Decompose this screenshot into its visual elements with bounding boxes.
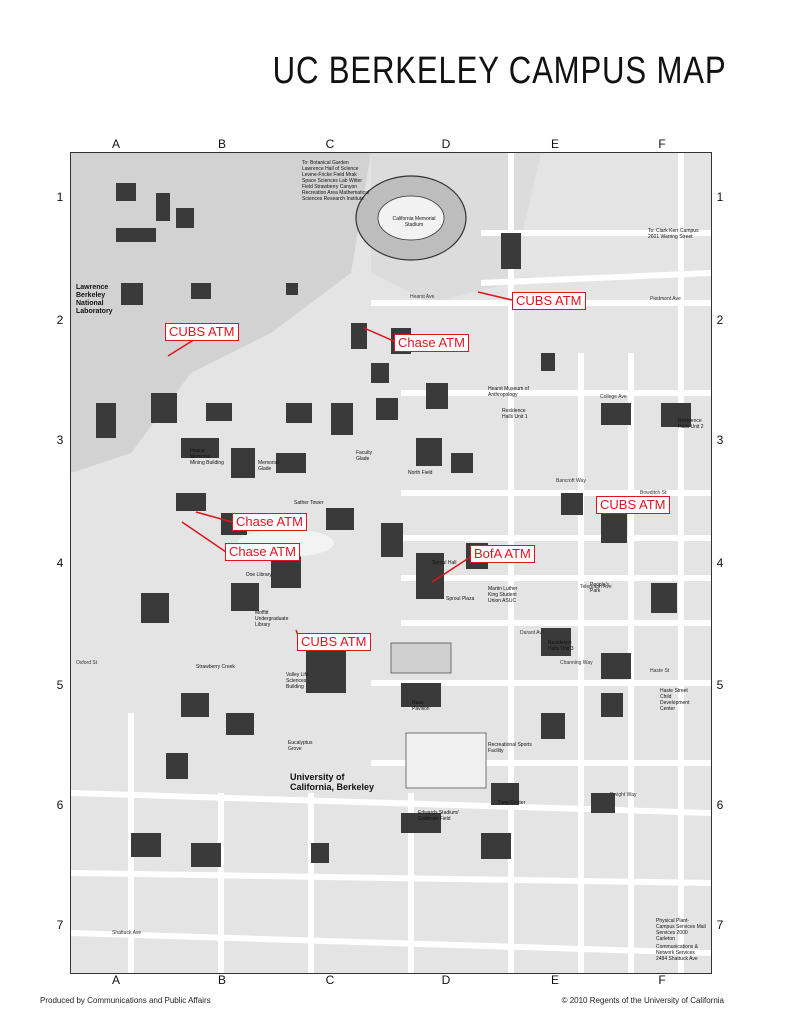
label-mlk: Martin Luther King Student Union ASUC	[488, 586, 518, 604]
atm-chase-1[interactable]: Chase ATM	[394, 334, 469, 352]
page-title: UC BERKELEY CAMPUS MAP	[272, 50, 726, 92]
street-oxford: Oxford St	[76, 660, 98, 666]
grid-row-2-right: 2	[716, 313, 724, 327]
label-strawberry-creek: Strawberry Creek	[196, 664, 235, 670]
footer-credit: Produced by Communications and Public Af…	[40, 996, 211, 1005]
label-valley-life: Valley Life Sciences Building	[286, 672, 309, 690]
campus-map[interactable]	[70, 152, 712, 974]
map-drawing	[71, 153, 711, 973]
grid-col-f-bottom: F	[658, 973, 666, 987]
street-hearst: Hearst Ave	[410, 294, 435, 300]
grid-row-5-left: 5	[56, 678, 64, 692]
label-residence-unit2: Residence Halls Unit 2	[678, 418, 704, 430]
street-bowditch: Bowditch St	[640, 490, 667, 496]
street-dwight: Dwight Way	[610, 792, 637, 798]
label-to-botanical: To: Botanical Garden Lawrence Hall of Sc…	[302, 160, 369, 202]
grid-row-3-right: 3	[716, 433, 724, 447]
label-edwards: Edwards Stadium/ Goldman Field	[418, 810, 459, 822]
atm-cubs-2[interactable]: CUBS ATM	[165, 323, 239, 341]
grid-row-7-left: 7	[56, 918, 64, 932]
street-bancroft: Bancroft Way	[556, 478, 586, 484]
grid-row-4-right: 4	[716, 556, 724, 570]
grid-row-6-right: 6	[716, 798, 724, 812]
label-sather-tower: Sather Tower	[294, 500, 324, 506]
label-tang-center: Tang Center	[498, 800, 526, 806]
grid-col-a: A	[111, 137, 120, 151]
label-sproul: Sproul Hall	[432, 560, 457, 566]
label-doe: Doe Library	[246, 572, 272, 578]
label-recreational-sports: Recreational Sports Facility	[488, 742, 532, 754]
grid-row-3-left: 3	[56, 433, 64, 447]
label-haas: Haas Pavilion	[412, 700, 430, 712]
street-haste: Haste St	[650, 668, 670, 674]
atm-cubs-3[interactable]: CUBS ATM	[596, 496, 670, 514]
label-residence-unit3: Residence Halls Unit 3	[548, 640, 574, 652]
label-north-field: North Field	[408, 470, 433, 476]
label-comm-network: Communications & Network Services 2484 S…	[656, 944, 698, 962]
label-residence-unit1: Residence Halls Unit 1	[502, 408, 528, 420]
label-to-clark-kerr: To: Clark Kerr Campus 2601 Warring Stree…	[648, 228, 699, 240]
atm-cubs-4[interactable]: CUBS ATM	[297, 633, 371, 651]
street-shattuck: Shattuck Ave	[112, 930, 142, 936]
label-lbnl: Lawrence Berkeley National Laboratory	[76, 284, 113, 315]
label-people-park: People's Park	[590, 582, 610, 594]
label-campus: University of California, Berkeley	[290, 772, 375, 792]
grid-col-c-bottom: C	[325, 973, 335, 987]
label-moffitt: Moffitt Undergraduate Library	[255, 610, 289, 628]
grid-row-5-right: 5	[716, 678, 724, 692]
street-durant: Durant Ave	[520, 630, 545, 636]
street-piedmont: Piedmont Ave	[650, 296, 681, 302]
label-physical-plant: Physical Plant- Campus Services Mail Ser…	[656, 918, 706, 942]
label-eucalyptus: Eucalyptus Grove	[288, 740, 313, 752]
street-telegraph: Telegraph Ave	[580, 584, 612, 590]
footer-copyright: © 2010 Regents of the University of Cali…	[561, 996, 724, 1005]
grid-col-e: E	[550, 137, 559, 151]
label-sproul-plaza: Sproul Plaza	[446, 596, 475, 602]
atm-cubs-1[interactable]: CUBS ATM	[512, 292, 586, 310]
grid-col-a-bottom: A	[111, 973, 120, 987]
grid-row-6-left: 6	[56, 798, 64, 812]
grid-col-b-bottom: B	[217, 973, 226, 987]
grid-row-1-left: 1	[56, 190, 64, 204]
grid-row-1-right: 1	[716, 190, 724, 204]
atm-chase-2[interactable]: Chase ATM	[232, 513, 307, 531]
label-stadium: California Memorial Stadium	[392, 216, 436, 228]
label-hearst-mining: Hearst Memorial Mining Building	[190, 448, 224, 466]
grid-col-f: F	[658, 137, 666, 151]
grid-row-7-right: 7	[716, 918, 724, 932]
label-faculty-glade: Faculty Glade	[356, 450, 373, 462]
atm-bofa[interactable]: BofA ATM	[470, 545, 535, 563]
grid-col-d-bottom: D	[441, 973, 451, 987]
label-haste-street: Haste Street Child Development Center	[660, 688, 690, 712]
label-hearst-museum: Hearst Museum of Anthropology	[488, 386, 529, 398]
atm-chase-3[interactable]: Chase ATM	[225, 543, 300, 561]
grid-row-2-left: 2	[56, 313, 64, 327]
grid-col-e-bottom: E	[550, 973, 559, 987]
label-memorial-glade: Memorial Glade	[258, 460, 279, 472]
grid-row-4-left: 4	[56, 556, 64, 570]
grid-col-b: B	[217, 137, 226, 151]
grid-col-d: D	[441, 137, 451, 151]
street-college: College Ave	[600, 394, 627, 400]
street-channing: Channing Way	[560, 660, 593, 666]
grid-col-c: C	[325, 137, 335, 151]
